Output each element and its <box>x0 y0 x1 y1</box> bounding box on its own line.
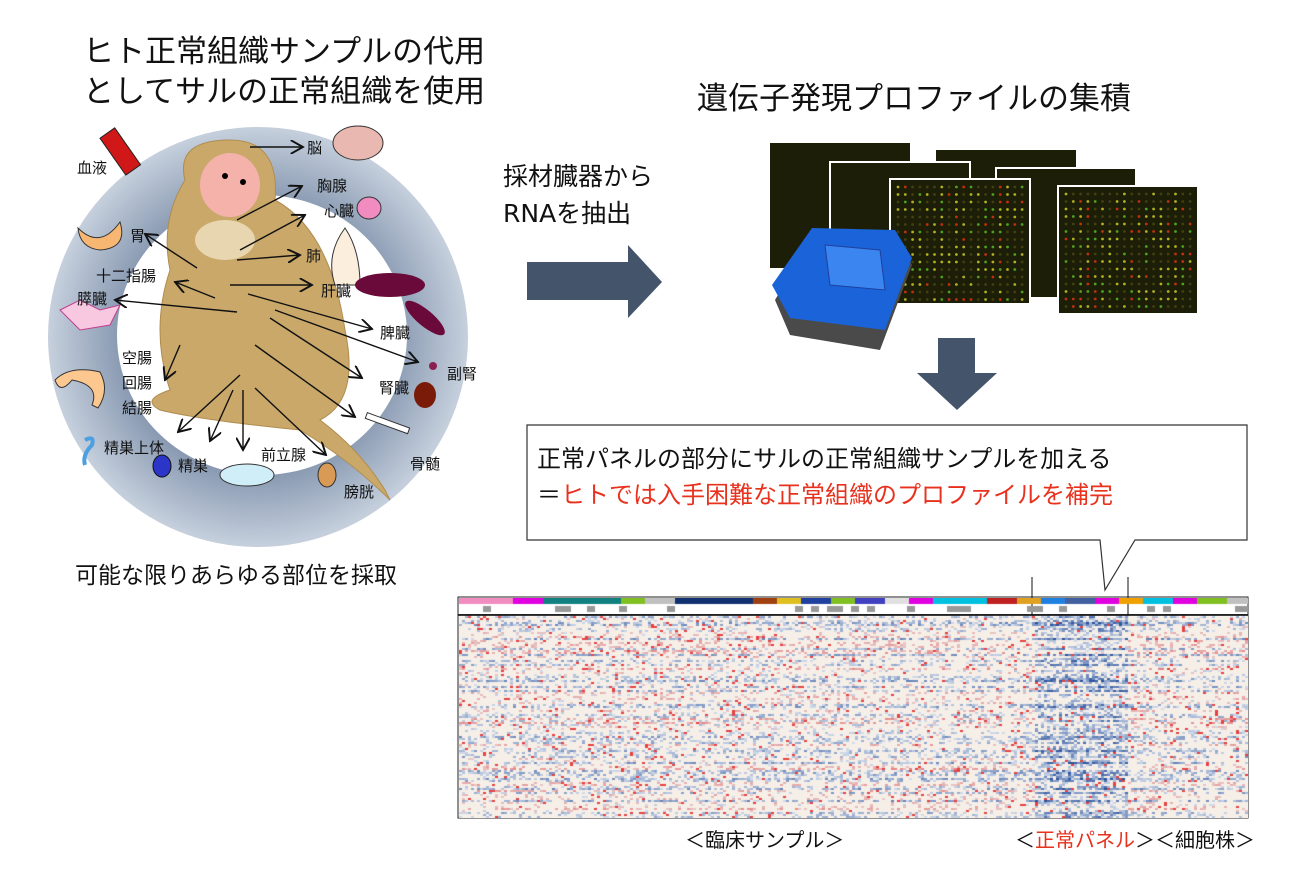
bracket-open: ＜ <box>1015 828 1035 852</box>
label-prostate: 前立腺 <box>261 446 307 464</box>
callout-box <box>526 424 1248 592</box>
step-label-line2: RNAを抽出 <box>503 199 632 228</box>
normal-panel-text: 正常パネル <box>1035 828 1135 852</box>
step-label-line1: 採材臓器から <box>503 162 654 191</box>
label-ileum: 回腸 <box>122 374 153 392</box>
heatmap <box>459 598 1248 818</box>
label-colon: 結腸 <box>122 399 153 417</box>
label-jejunum: 空腸 <box>122 349 153 367</box>
callout-line1: 正常パネルの部分にサルの正常組織サンプルを加える <box>537 445 1112 473</box>
callout-equals: ＝ <box>537 481 561 509</box>
bracket-close: ＞ <box>1135 828 1155 852</box>
left-caption: 可能な限りあらゆる部位を採取 <box>75 563 397 589</box>
callout-highlight: ヒトでは入手困難な正常組織のプロファイルを補完 <box>561 481 1113 509</box>
label-clinical-samples: ＜臨床サンプル＞ <box>685 828 845 852</box>
label-bone-marrow: 骨髄 <box>410 455 441 473</box>
monkey-illustration <box>151 139 391 501</box>
process-arrow-down <box>917 338 997 410</box>
label-pancreas: 膵臓 <box>77 290 108 308</box>
organ-arrows <box>115 147 418 455</box>
right-title: 遺伝子発現プロファイルの集積 <box>697 81 1131 117</box>
microarray-images <box>770 143 1199 315</box>
left-title-line2: としてサルの正常組織を使用 <box>83 74 486 110</box>
label-epididymis: 精巣上体 <box>104 439 165 457</box>
label-brain: 脳 <box>307 139 323 157</box>
label-kidney: 腎臓 <box>379 379 410 397</box>
label-adrenal: 副腎 <box>447 365 478 383</box>
heatmap-frame <box>457 596 1249 819</box>
scanner-device <box>772 228 912 350</box>
process-arrow-right <box>527 245 662 318</box>
organ-icons <box>54 125 445 488</box>
label-thymus: 胸腺 <box>317 177 348 195</box>
label-spleen: 脾臓 <box>380 324 411 342</box>
label-duodenum: 十二指腸 <box>96 267 157 285</box>
label-cell-lines: ＜細胞株＞ <box>1155 828 1255 852</box>
callout-line2: ＝ヒトでは入手困難な正常組織のプロファイルを補完 <box>537 478 1113 512</box>
label-lung: 肺 <box>306 247 322 265</box>
label-bladder: 膀胱 <box>344 483 375 501</box>
left-title-line1: ヒト正常組織サンプルの代用 <box>83 34 486 70</box>
label-stomach: 胃 <box>130 227 146 245</box>
label-normal-panel: ＜正常パネル＞ <box>1015 828 1155 852</box>
microarray-spots <box>896 185 1192 308</box>
label-heart: 心臓 <box>324 202 355 220</box>
label-liver: 肝臓 <box>321 282 352 300</box>
heatmap-right-captions: ＜正常パネル＞ ＜細胞株＞ <box>1015 828 1255 852</box>
label-blood: 血液 <box>77 159 108 177</box>
label-testis: 精巣 <box>178 457 209 475</box>
